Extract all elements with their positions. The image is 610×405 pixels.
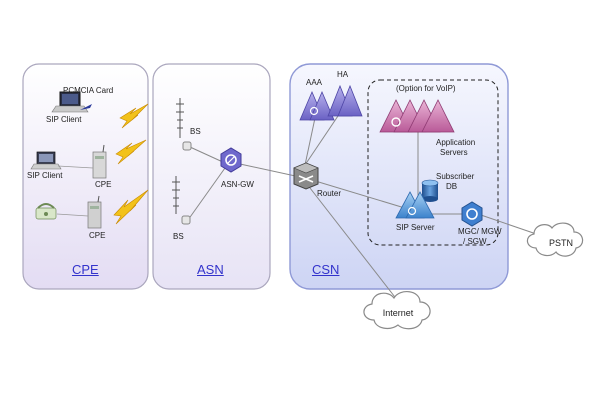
cpe-zone-panel: [22, 63, 149, 290]
mgc-gateway-icon: [461, 201, 483, 227]
internet-label: Internet: [382, 308, 414, 318]
laptop-icon: [30, 151, 62, 170]
pcmcia-card-label: PCMCIA Card: [63, 86, 114, 95]
asn-gw-icon: [220, 147, 242, 173]
csn-zone-title: CSN: [312, 262, 340, 277]
voip-option-box: [367, 79, 499, 246]
cpe-device-icon: [87, 195, 102, 229]
lightning-icon: [119, 103, 149, 129]
laptop-icon: [51, 91, 92, 113]
ha-server-icon: [327, 84, 363, 117]
router-icon: [293, 162, 319, 190]
lightning-icon: [113, 189, 149, 225]
sip-server-icon: [395, 191, 435, 219]
sip-server-label: SIP Server: [396, 223, 435, 232]
application-servers-label: Application: [436, 138, 476, 147]
asn-gw-label: ASN-GW: [221, 180, 254, 189]
voip-option-label: (Option for VoIP): [396, 84, 456, 93]
bs-label: BS: [190, 127, 201, 136]
pstn-cloud-icon: [526, 222, 584, 257]
base-station-icon: [172, 176, 191, 225]
pstn-label: PSTN: [548, 238, 573, 248]
mgc-mgw-label: / SGW: [463, 237, 487, 246]
mgc-mgw-label: MGC/ MGW: [458, 227, 502, 236]
router-label: Router: [317, 189, 342, 198]
cpe-links: [56, 165, 94, 217]
application-servers-icon: [379, 99, 455, 133]
application-servers-label: Servers: [440, 148, 468, 157]
aaa-server-icon: [299, 90, 335, 121]
sip-client-label: SIP Client: [46, 115, 82, 124]
asn-zone-panel: [152, 63, 271, 290]
lightning-icon: [115, 139, 147, 165]
cpe-label: CPE: [95, 180, 112, 189]
sip-client-label: SIP Client: [27, 171, 63, 180]
phone-icon: [35, 203, 57, 220]
base-station-icon: [176, 98, 192, 151]
subscriber-db-label: DB: [446, 182, 458, 191]
cpe-zone-title: CPE: [72, 262, 99, 277]
cpe-label: CPE: [89, 231, 106, 240]
cpe-device-icon: [92, 144, 107, 179]
aaa-label: AAA: [306, 78, 323, 87]
subscriber-db-label: Subscriber: [436, 172, 475, 181]
bs-label: BS: [173, 232, 184, 241]
database-icon: [421, 179, 439, 202]
asn-zone-title: ASN: [197, 262, 224, 277]
internet-cloud-icon: [363, 291, 431, 330]
ha-label: HA: [337, 70, 349, 79]
connection-lines: [187, 112, 549, 311]
